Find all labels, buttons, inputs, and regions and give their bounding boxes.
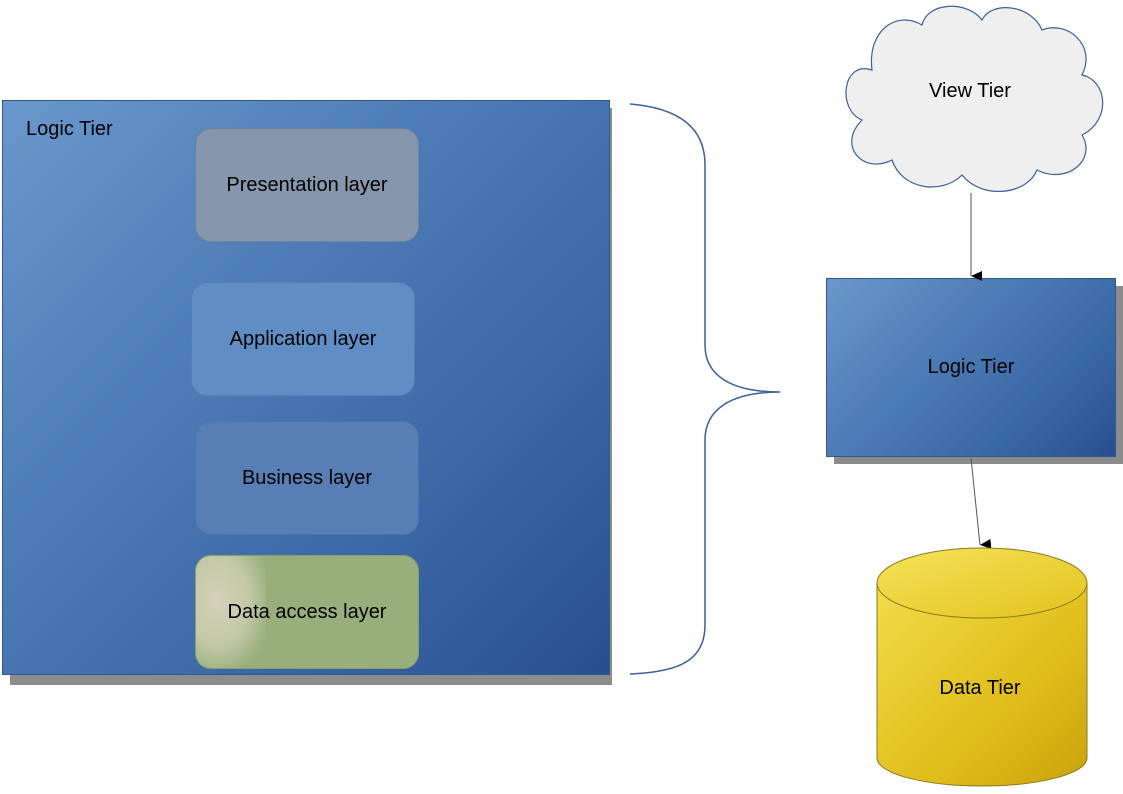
logic-tier-container-label: Logic Tier <box>26 118 113 140</box>
data-access-layer-box: Data access layer <box>195 555 419 669</box>
view-tier-label: View Tier <box>929 80 1011 102</box>
application-layer-label: Application layer <box>229 327 377 350</box>
data-access-layer-smudge <box>196 556 266 668</box>
view-tier-cloud <box>845 5 1104 193</box>
logic-tier-label: Logic Tier <box>927 356 1015 378</box>
business-layer-box: Business layer <box>195 421 419 535</box>
business-layer-label: Business layer <box>241 466 373 489</box>
presentation-layer-box: Presentation layer <box>195 128 419 242</box>
data-access-layer-label: Data access layer <box>227 600 387 623</box>
data-tier-cylinder <box>876 547 1088 787</box>
logic-tier-box: Logic Tier <box>826 278 1116 457</box>
arrow-logic-to-data <box>970 457 992 549</box>
application-layer-box: Application layer <box>191 282 415 396</box>
data-tier-label: Data Tier <box>939 677 1021 699</box>
presentation-layer-label: Presentation layer <box>226 173 388 196</box>
